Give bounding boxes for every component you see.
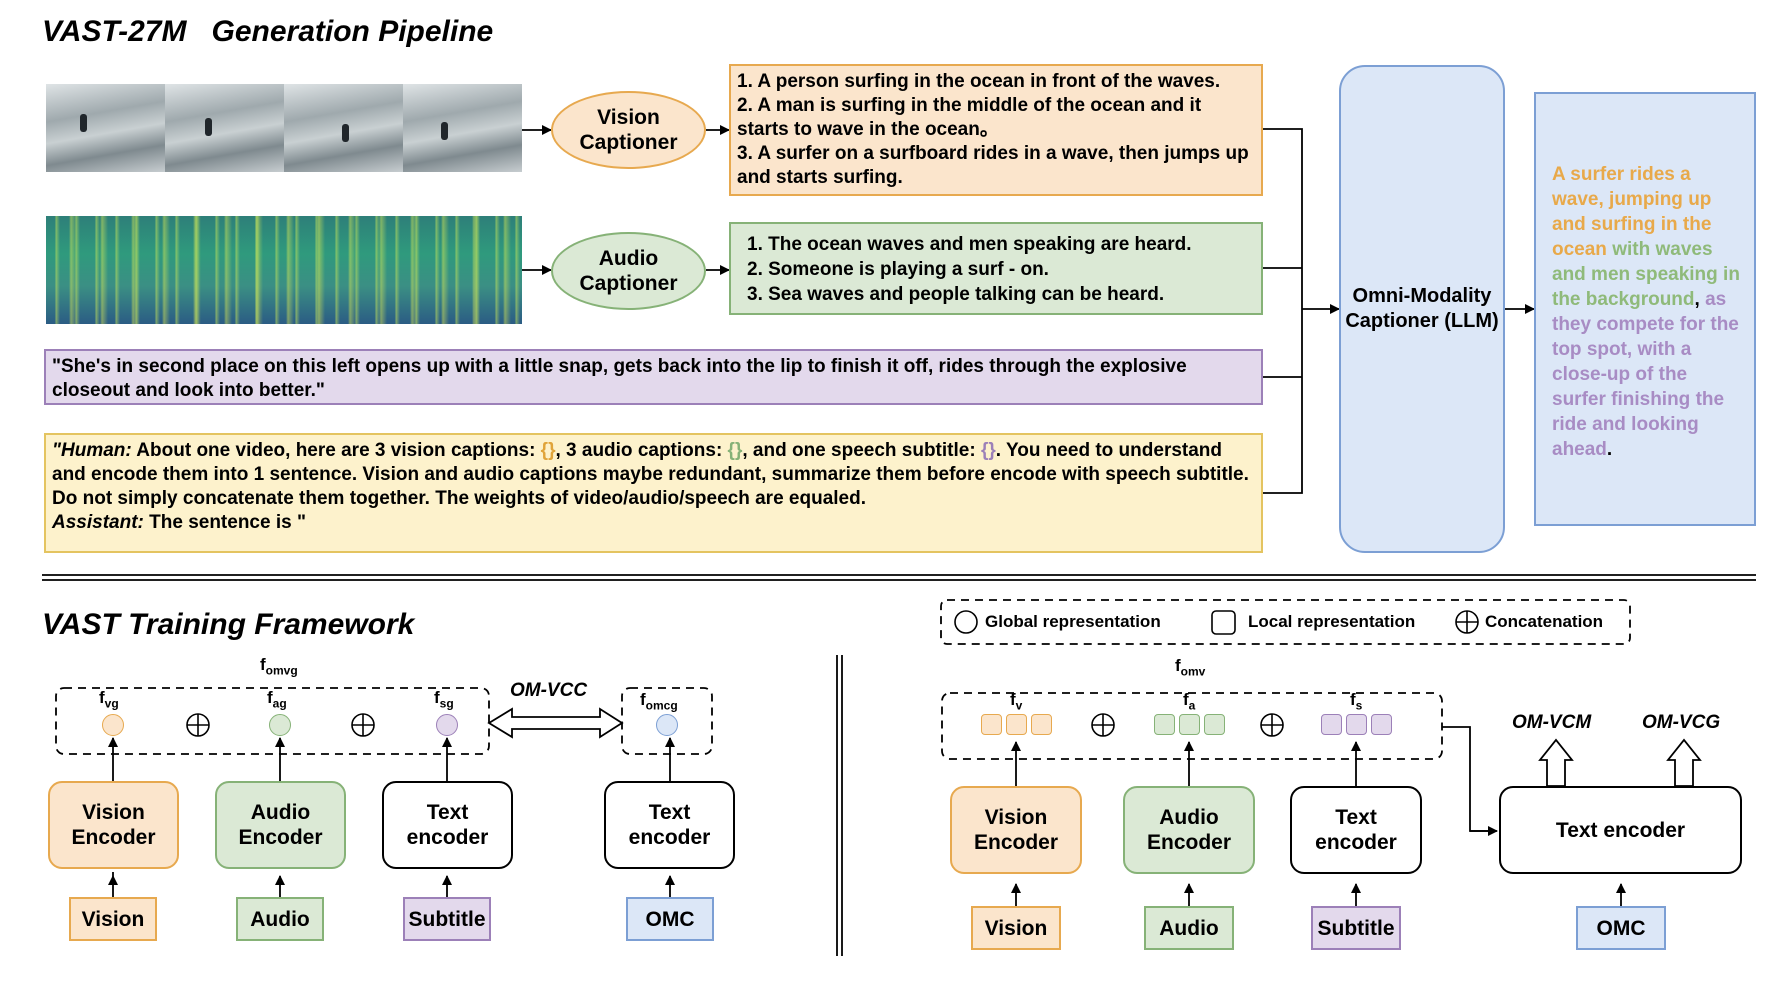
omc-global-token [656, 714, 678, 736]
local-representation-icon [1211, 610, 1236, 635]
f-a-label: fa [1183, 690, 1196, 713]
f-s-label: fs [1350, 690, 1363, 713]
f-v-label: fv [1010, 690, 1023, 713]
omc-input: OMC [626, 897, 714, 941]
vision-local-token [1006, 714, 1027, 735]
vision-global-token [102, 714, 124, 736]
collector-line [1263, 128, 1303, 494]
f-omvg-label: fomvg [260, 655, 298, 678]
om-vcc-double-arrow [487, 707, 624, 739]
prompt-box: "Human: About one video, here are 3 visi… [44, 433, 1263, 553]
audio-global-token [269, 714, 291, 736]
video-frame [165, 84, 284, 172]
subtitle-slot: {} [980, 440, 996, 461]
f-ag-label: fag [267, 688, 287, 711]
om-vcg-up-arrow [1666, 738, 1702, 787]
video-frames [46, 84, 522, 172]
global-representation-icon [954, 610, 978, 634]
output-vision-part: A surfer rides a wave, jumping up and su… [1552, 164, 1712, 260]
vision-local-token [1031, 714, 1052, 735]
audio-caption: 2. Someone is playing a surf - on. [747, 259, 1049, 280]
audio-slot: {} [727, 440, 743, 461]
f-omv-label: fomv [1175, 656, 1206, 679]
f-sg-label: fsg [434, 688, 454, 711]
audio-captions-box: 1. The ocean waves and men speaking are … [729, 222, 1263, 315]
audio-local-token [1204, 714, 1225, 735]
vision-local-token [981, 714, 1002, 735]
subtitle-global-token [436, 714, 458, 736]
vision-input: Vision [971, 906, 1061, 950]
audio-spectrogram [46, 216, 522, 324]
audio-input: Audio [1144, 906, 1234, 950]
training-title: VAST Training Framework [42, 608, 415, 641]
f-omcg-label: fomcg [640, 690, 678, 713]
om-vcc-label: OM-VCC [510, 680, 588, 701]
subtitle-local-token [1371, 714, 1392, 735]
subtitle-box: "She's in second place on this left open… [44, 349, 1263, 405]
text-encoder: Text encoder [1290, 786, 1422, 874]
audio-local-token [1154, 714, 1175, 735]
vision-captions-box: 1. A person surfing in the ocean in fron… [729, 64, 1263, 196]
legend-local: Local representation [1248, 612, 1416, 631]
vision-caption: 1. A person surfing in the ocean in fron… [737, 71, 1221, 92]
vision-encoder: Vision Encoder [950, 786, 1082, 874]
audio-encoder: Audio Encoder [1123, 786, 1255, 874]
video-frame [284, 84, 403, 172]
video-frame [46, 84, 165, 172]
subtitle-local-token [1321, 714, 1342, 735]
vision-slot: {} [540, 440, 556, 461]
text-encoder-omc: Text encoder [604, 781, 735, 869]
audio-caption: 1. The ocean waves and men speaking are … [747, 234, 1192, 255]
audio-input: Audio [236, 897, 324, 941]
pipeline-title: VAST-27M Generation Pipeline [42, 15, 494, 48]
audio-caption: 3. Sea waves and people talking can be h… [747, 284, 1165, 305]
assistant-label: Assistant: [52, 512, 144, 533]
legend-concat: Concatenation [1485, 612, 1604, 631]
f-vg-label: fvg [99, 688, 119, 711]
vision-caption: 3. A surfer on a surfboard rides in a wa… [737, 143, 1249, 188]
video-frame [403, 84, 522, 172]
subtitle-input: Subtitle [403, 897, 491, 941]
output-caption-box: A surfer rides a wave, jumping up and su… [1534, 92, 1756, 526]
omni-modality-captioner: Omni-Modality Captioner (LLM) [1339, 65, 1505, 553]
audio-encoder: Audio Encoder [215, 781, 346, 869]
text-encoder: Text encoder [382, 781, 513, 869]
vision-input: Vision [69, 897, 157, 941]
audio-local-token [1179, 714, 1200, 735]
vision-encoder: Vision Encoder [48, 781, 179, 869]
omc-input: OMC [1576, 906, 1666, 950]
audio-captioner: Audio Captioner [551, 232, 706, 310]
om-vcm-up-arrow [1538, 738, 1574, 787]
om-vcm-label: OM-VCM [1512, 712, 1592, 733]
text-encoder-omc: Text encoder [1499, 786, 1742, 874]
subtitle-input: Subtitle [1311, 906, 1401, 950]
subtitle-local-token [1346, 714, 1367, 735]
vision-caption: 2. A man is surfing in the middle of the… [737, 95, 1202, 140]
output-audio-part: with waves and men speaking in the backg… [1552, 239, 1740, 310]
om-vcg-label: OM-VCG [1642, 712, 1721, 733]
human-label: "Human: [52, 440, 132, 461]
output-subtitle-part: as they compete for the top spot, with a… [1552, 289, 1739, 460]
legend-global: Global representation [985, 612, 1161, 631]
vision-captioner: Vision Captioner [551, 91, 706, 169]
